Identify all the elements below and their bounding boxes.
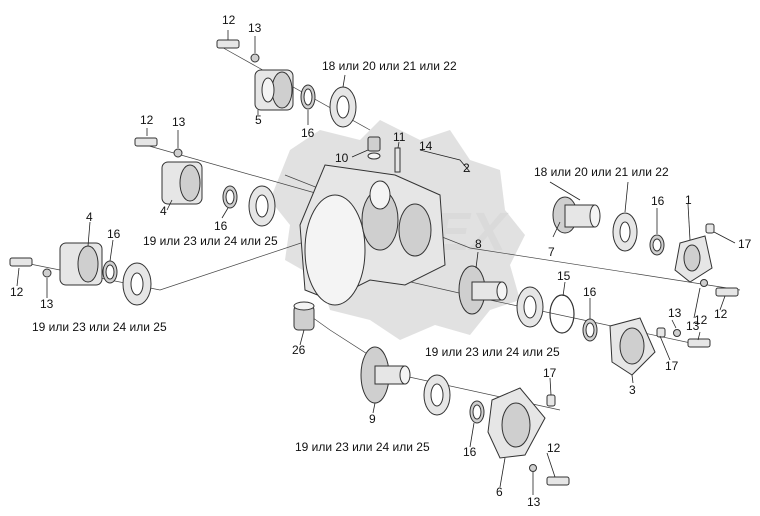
bushing-part-26 [293,301,315,331]
callout-11: 11 [393,130,406,144]
callout-7: 7 [548,245,555,259]
oring-part-15 [549,294,575,334]
callout-12-mid: 12 [140,113,154,127]
cover-part-6 [487,387,546,459]
plug-17-right [705,223,715,234]
bolt-12-top [216,39,240,49]
bolt-12-r2 [687,338,711,348]
bearing-19-mid [248,185,276,227]
callout-16-m: 16 [583,285,597,299]
callout-19-left: 19 или 23 или 24 или 25 [32,320,167,334]
callout-4-left: 4 [86,210,93,224]
gear-shaft-part-7 [552,196,601,234]
washer-13-bot [529,464,537,472]
bolt-12-right [715,287,739,297]
gear-part-9 [360,346,411,404]
callout-8: 8 [475,237,482,251]
plug-17-r2 [656,327,666,338]
callout-17-right2: 17 [665,359,679,373]
gear-part-8 [458,265,508,315]
callout-26: 26 [292,343,306,357]
seal-16-mid [222,185,238,209]
washer-13-mid [173,148,183,158]
callout-13-right2: 13 [668,306,682,320]
callout-17-right: 17 [738,237,752,251]
bearing-19-left [122,262,152,306]
seal-16-left [102,260,118,284]
seal-16-bot [469,400,485,424]
callout-5: 5 [255,113,262,127]
callout-12-bot: 12 [547,441,561,455]
callout-14: 14 [419,139,433,153]
cover-part-3 [609,317,656,376]
callout-18-top: 18 или 20 или 21 или 22 [322,59,457,73]
housing-part-2 [299,164,446,306]
callout-16-top: 16 [301,126,315,140]
callout-12-left: 12 [10,285,24,299]
washer-13-right [700,279,708,287]
callout-19-mid: 19 или 23 или 24 или 25 [143,234,278,248]
callout-16-left: 16 [107,227,121,241]
callout-labels: 12 13 5 16 18 или 20 или 21 или 22 12 13… [10,13,752,509]
callout-15: 15 [557,269,571,283]
callout-17-bot: 17 [543,366,557,380]
callout-13-top: 13 [248,21,262,35]
washer-13-left [42,268,52,278]
callout-3: 3 [629,383,636,397]
bearing-19-bot [423,374,451,416]
bearing-18-top [329,86,357,128]
callout-12-right: 12 [714,307,728,321]
callout-19-bot: 19 или 23 или 24 или 25 [295,440,430,454]
callout-13-bot: 13 [527,495,541,509]
callout-19-m: 19 или 23 или 24 или 25 [425,345,560,359]
callout-10: 10 [335,151,349,165]
washer-13-r2 [673,329,681,337]
callout-2: 2 [463,161,470,175]
callout-9: 9 [369,412,376,426]
callout-16-bot: 16 [463,445,477,459]
callout-18-right: 18 или 20 или 21 или 22 [534,165,669,179]
seal-16-m [582,318,598,342]
bearing-18-right [612,212,638,252]
callout-13-right: 13 [686,319,700,333]
seal-16-right [649,234,665,256]
cover-part-4-mid [161,161,203,205]
pin-part-11 [394,147,401,173]
plug-part-10 [367,136,381,160]
leader-lines [16,30,736,495]
callout-4-mid: 4 [160,204,167,218]
cover-part-5 [254,69,294,111]
seal-16-top [300,84,316,110]
bolt-12-bot [546,476,570,486]
callout-13-mid: 13 [172,115,186,129]
callout-12-top: 12 [222,13,236,27]
callout-1: 1 [685,193,692,207]
bearing-19-mid2 [516,286,544,328]
bolt-12-mid [134,137,158,147]
cover-part-1 [674,235,713,283]
washer-13-top [250,53,260,63]
plug-17-bot [546,394,556,407]
callout-16-mid: 16 [214,219,228,233]
callout-16-right: 16 [651,194,665,208]
callout-6: 6 [496,485,503,499]
callout-12-right2: 12 [694,313,708,327]
callout-13-left: 13 [40,297,54,311]
cover-part-4-left [59,242,103,286]
bolt-12-left [9,257,33,267]
